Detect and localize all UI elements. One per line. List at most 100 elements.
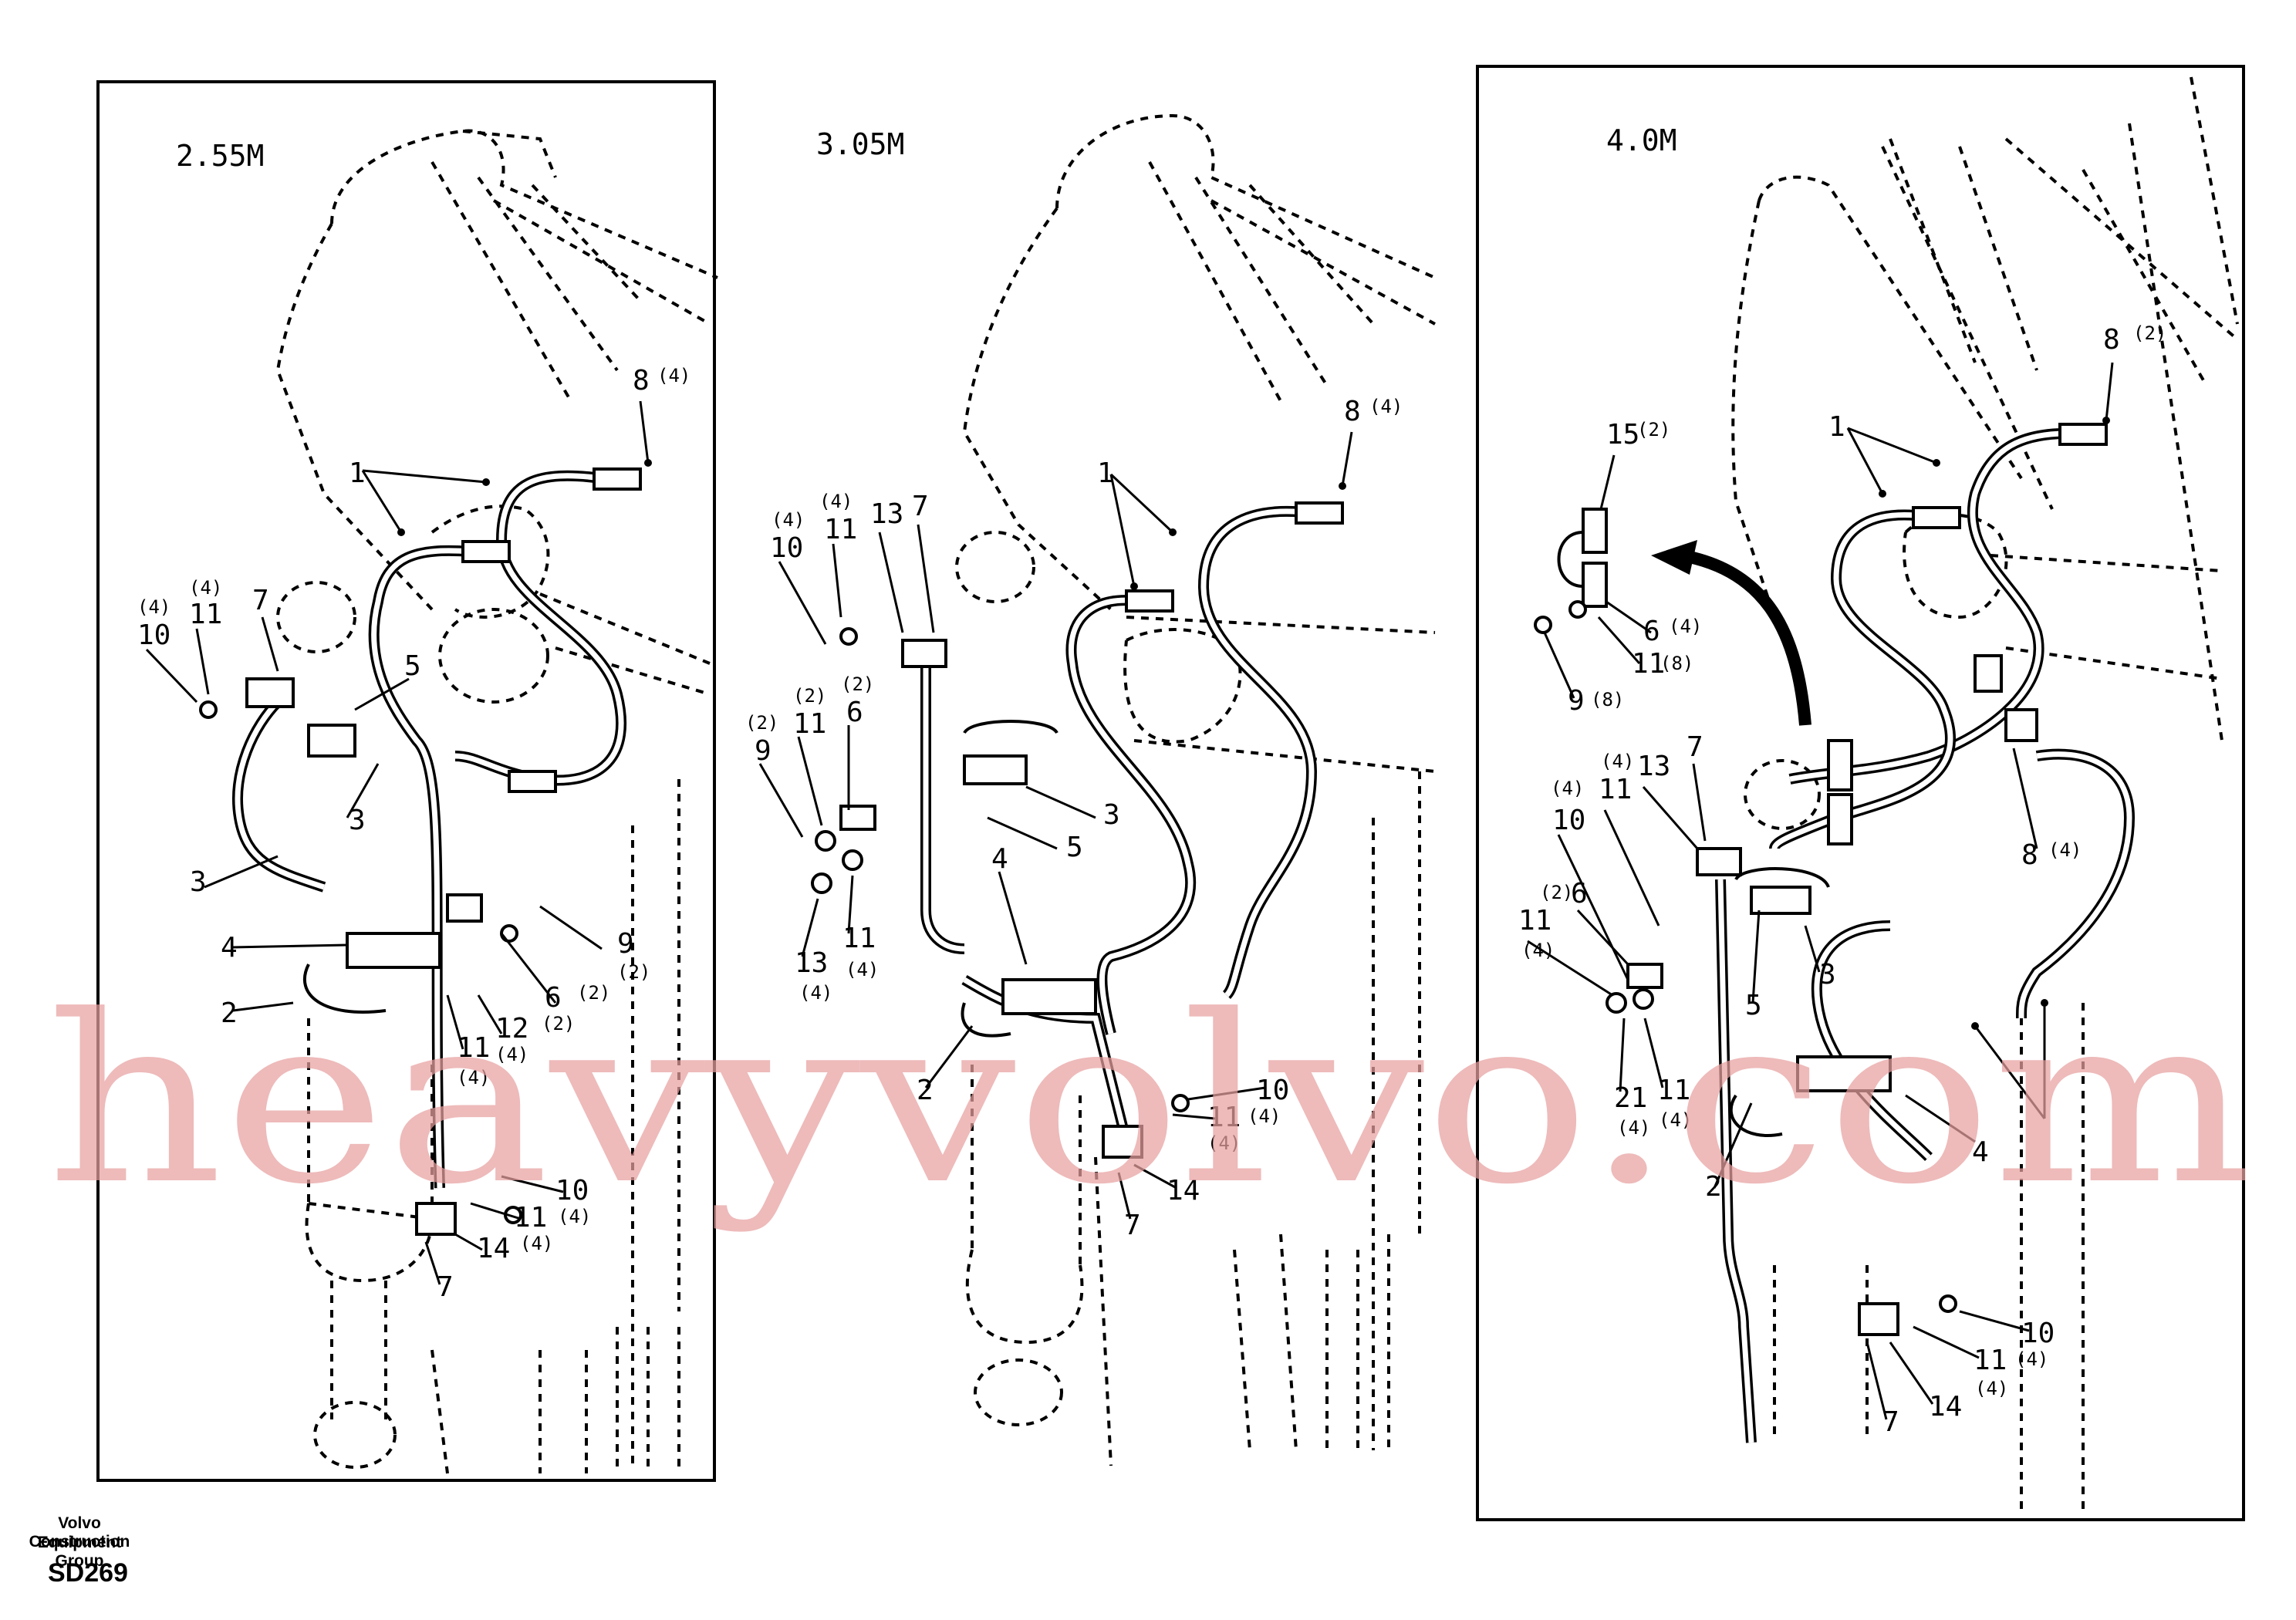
part-number-label: 7 <box>912 491 929 522</box>
part-number-label: 2 <box>917 1075 934 1106</box>
quantity-label: (4) <box>2048 839 2082 861</box>
part-number-label: 7 <box>1687 731 1703 763</box>
part-number-label: 9 <box>755 735 772 767</box>
part-number-label: 13 <box>795 947 828 979</box>
quantity-label: (2) <box>745 712 778 734</box>
part-number-label: 11 <box>514 1202 547 1234</box>
quantity-label: (4) <box>457 1067 490 1088</box>
quantity-label: (4) <box>189 577 222 599</box>
part-number-label: 9 <box>1568 685 1585 717</box>
quantity-label: (4) <box>558 1206 591 1227</box>
hoses-panel-3 <box>1534 423 2136 1443</box>
part-number-label: 11 <box>842 923 876 954</box>
hoses-panel-2 <box>811 501 1344 1159</box>
part-number-label: 11 <box>1207 1102 1241 1133</box>
part-number-label: 3 <box>190 866 207 898</box>
part-number-label: 11 <box>457 1032 490 1064</box>
part-number-label: 14 <box>1929 1391 1962 1423</box>
quantity-label: (4) <box>1521 940 1555 961</box>
part-number-label: 7 <box>1882 1406 1899 1438</box>
quantity-label: (2) <box>2133 322 2166 344</box>
part-number-label: 11 <box>1599 774 1632 805</box>
part-number-label: 4 <box>1972 1136 1989 1168</box>
boom-outline-panel-3 <box>1731 76 2239 1512</box>
company-name-line-2: Equipment Group <box>37 1534 122 1570</box>
quantity-label: (4) <box>1551 778 1584 799</box>
part-number-label: 5 <box>1745 990 1762 1021</box>
quantity-label: (4) <box>1669 616 1702 637</box>
quantity-label: (2) <box>793 685 826 707</box>
part-number-label: 10 <box>770 532 803 564</box>
quantity-label: (2) <box>542 1013 575 1034</box>
part-number-label: 10 <box>1256 1075 1289 1106</box>
quantity-label: (4) <box>1617 1117 1650 1139</box>
part-number-label: 6 <box>846 697 863 728</box>
part-number-label: 5 <box>404 650 421 682</box>
part-number-label: 15 <box>1606 419 1639 451</box>
quantity-label: (4) <box>1601 751 1634 772</box>
leader-lines <box>145 362 2114 1420</box>
part-number-label: 14 <box>1167 1175 1200 1207</box>
part-number-label: 8 <box>1344 396 1361 427</box>
part-number-label: 5 <box>1066 832 1083 863</box>
quantity-label: (4) <box>520 1233 553 1254</box>
diagram-code: SD269 <box>48 1558 128 1588</box>
quantity-label: (4) <box>657 365 690 386</box>
part-number-label: 14 <box>477 1233 510 1264</box>
part-number-label: 6 <box>1643 616 1660 647</box>
part-number-label: 4 <box>991 843 1008 875</box>
watermark: heavyvolvo.com <box>46 966 2253 1235</box>
part-number-label: 11 <box>189 599 222 630</box>
quantity-label: (4) <box>799 982 832 1004</box>
part-number-label: 12 <box>495 1013 528 1045</box>
quantity-label: (2) <box>577 982 610 1004</box>
part-number-label: 13 <box>1637 751 1670 782</box>
panel-title-4-0m: 4.0M <box>1606 123 1677 157</box>
hoses-panel-1 <box>199 467 642 1236</box>
leader-arrowheads <box>397 417 2110 1030</box>
quantity-label: (4) <box>1248 1105 1281 1127</box>
quantity-label: (2) <box>1637 419 1670 440</box>
part-number-label: 1 <box>349 457 366 489</box>
part-number-label: 1 <box>1828 411 1845 443</box>
part-number-label: 11 <box>793 708 826 740</box>
quantity-label: (4) <box>2015 1348 2048 1370</box>
part-number-label: 10 <box>137 619 171 651</box>
part-number-label: 11 <box>1657 1075 1690 1106</box>
panel-frame-left <box>96 80 716 1482</box>
quantity-label: (8) <box>1660 653 1693 674</box>
quantity-label: (4) <box>846 959 879 980</box>
quantity-label: (4) <box>819 491 853 512</box>
part-number-label: 10 <box>1552 805 1585 836</box>
part-number-label: 3 <box>1103 799 1120 831</box>
part-number-label: 11 <box>1518 905 1551 937</box>
quantity-label: (2) <box>1540 882 1573 903</box>
part-number-label: 11 <box>1632 648 1665 680</box>
boom-outline-panel-1 <box>275 129 718 1474</box>
boom-outline-panel-2 <box>955 113 1436 1466</box>
part-number-label: 1 <box>1097 457 1114 489</box>
part-number-label: 8 <box>2103 324 2120 356</box>
part-number-label: 6 <box>1571 878 1588 910</box>
quantity-label: (4) <box>1207 1132 1241 1154</box>
panel-title-3-05m: 3.05M <box>816 127 904 161</box>
part-number-label: 2 <box>221 997 238 1029</box>
part-number-label: 7 <box>252 585 269 616</box>
part-number-label: 8 <box>2021 839 2038 871</box>
part-number-label: 11 <box>1974 1345 2007 1376</box>
quantity-label: (4) <box>1975 1378 2008 1399</box>
part-number-label: 7 <box>437 1271 454 1303</box>
part-number-label: 4 <box>221 932 238 964</box>
part-number-label: 3 <box>349 805 366 836</box>
part-number-label: 9 <box>617 928 634 960</box>
part-number-label: 10 <box>2021 1318 2055 1349</box>
quantity-label: (2) <box>841 673 874 695</box>
quantity-label: (4) <box>495 1044 528 1065</box>
panel-title-2-55m: 2.55M <box>176 139 264 173</box>
quantity-label: (4) <box>772 509 805 531</box>
part-number-label: 11 <box>824 514 857 545</box>
part-number-label: 8 <box>633 365 650 397</box>
company-name-line-1: Volvo Construction <box>29 1514 130 1551</box>
